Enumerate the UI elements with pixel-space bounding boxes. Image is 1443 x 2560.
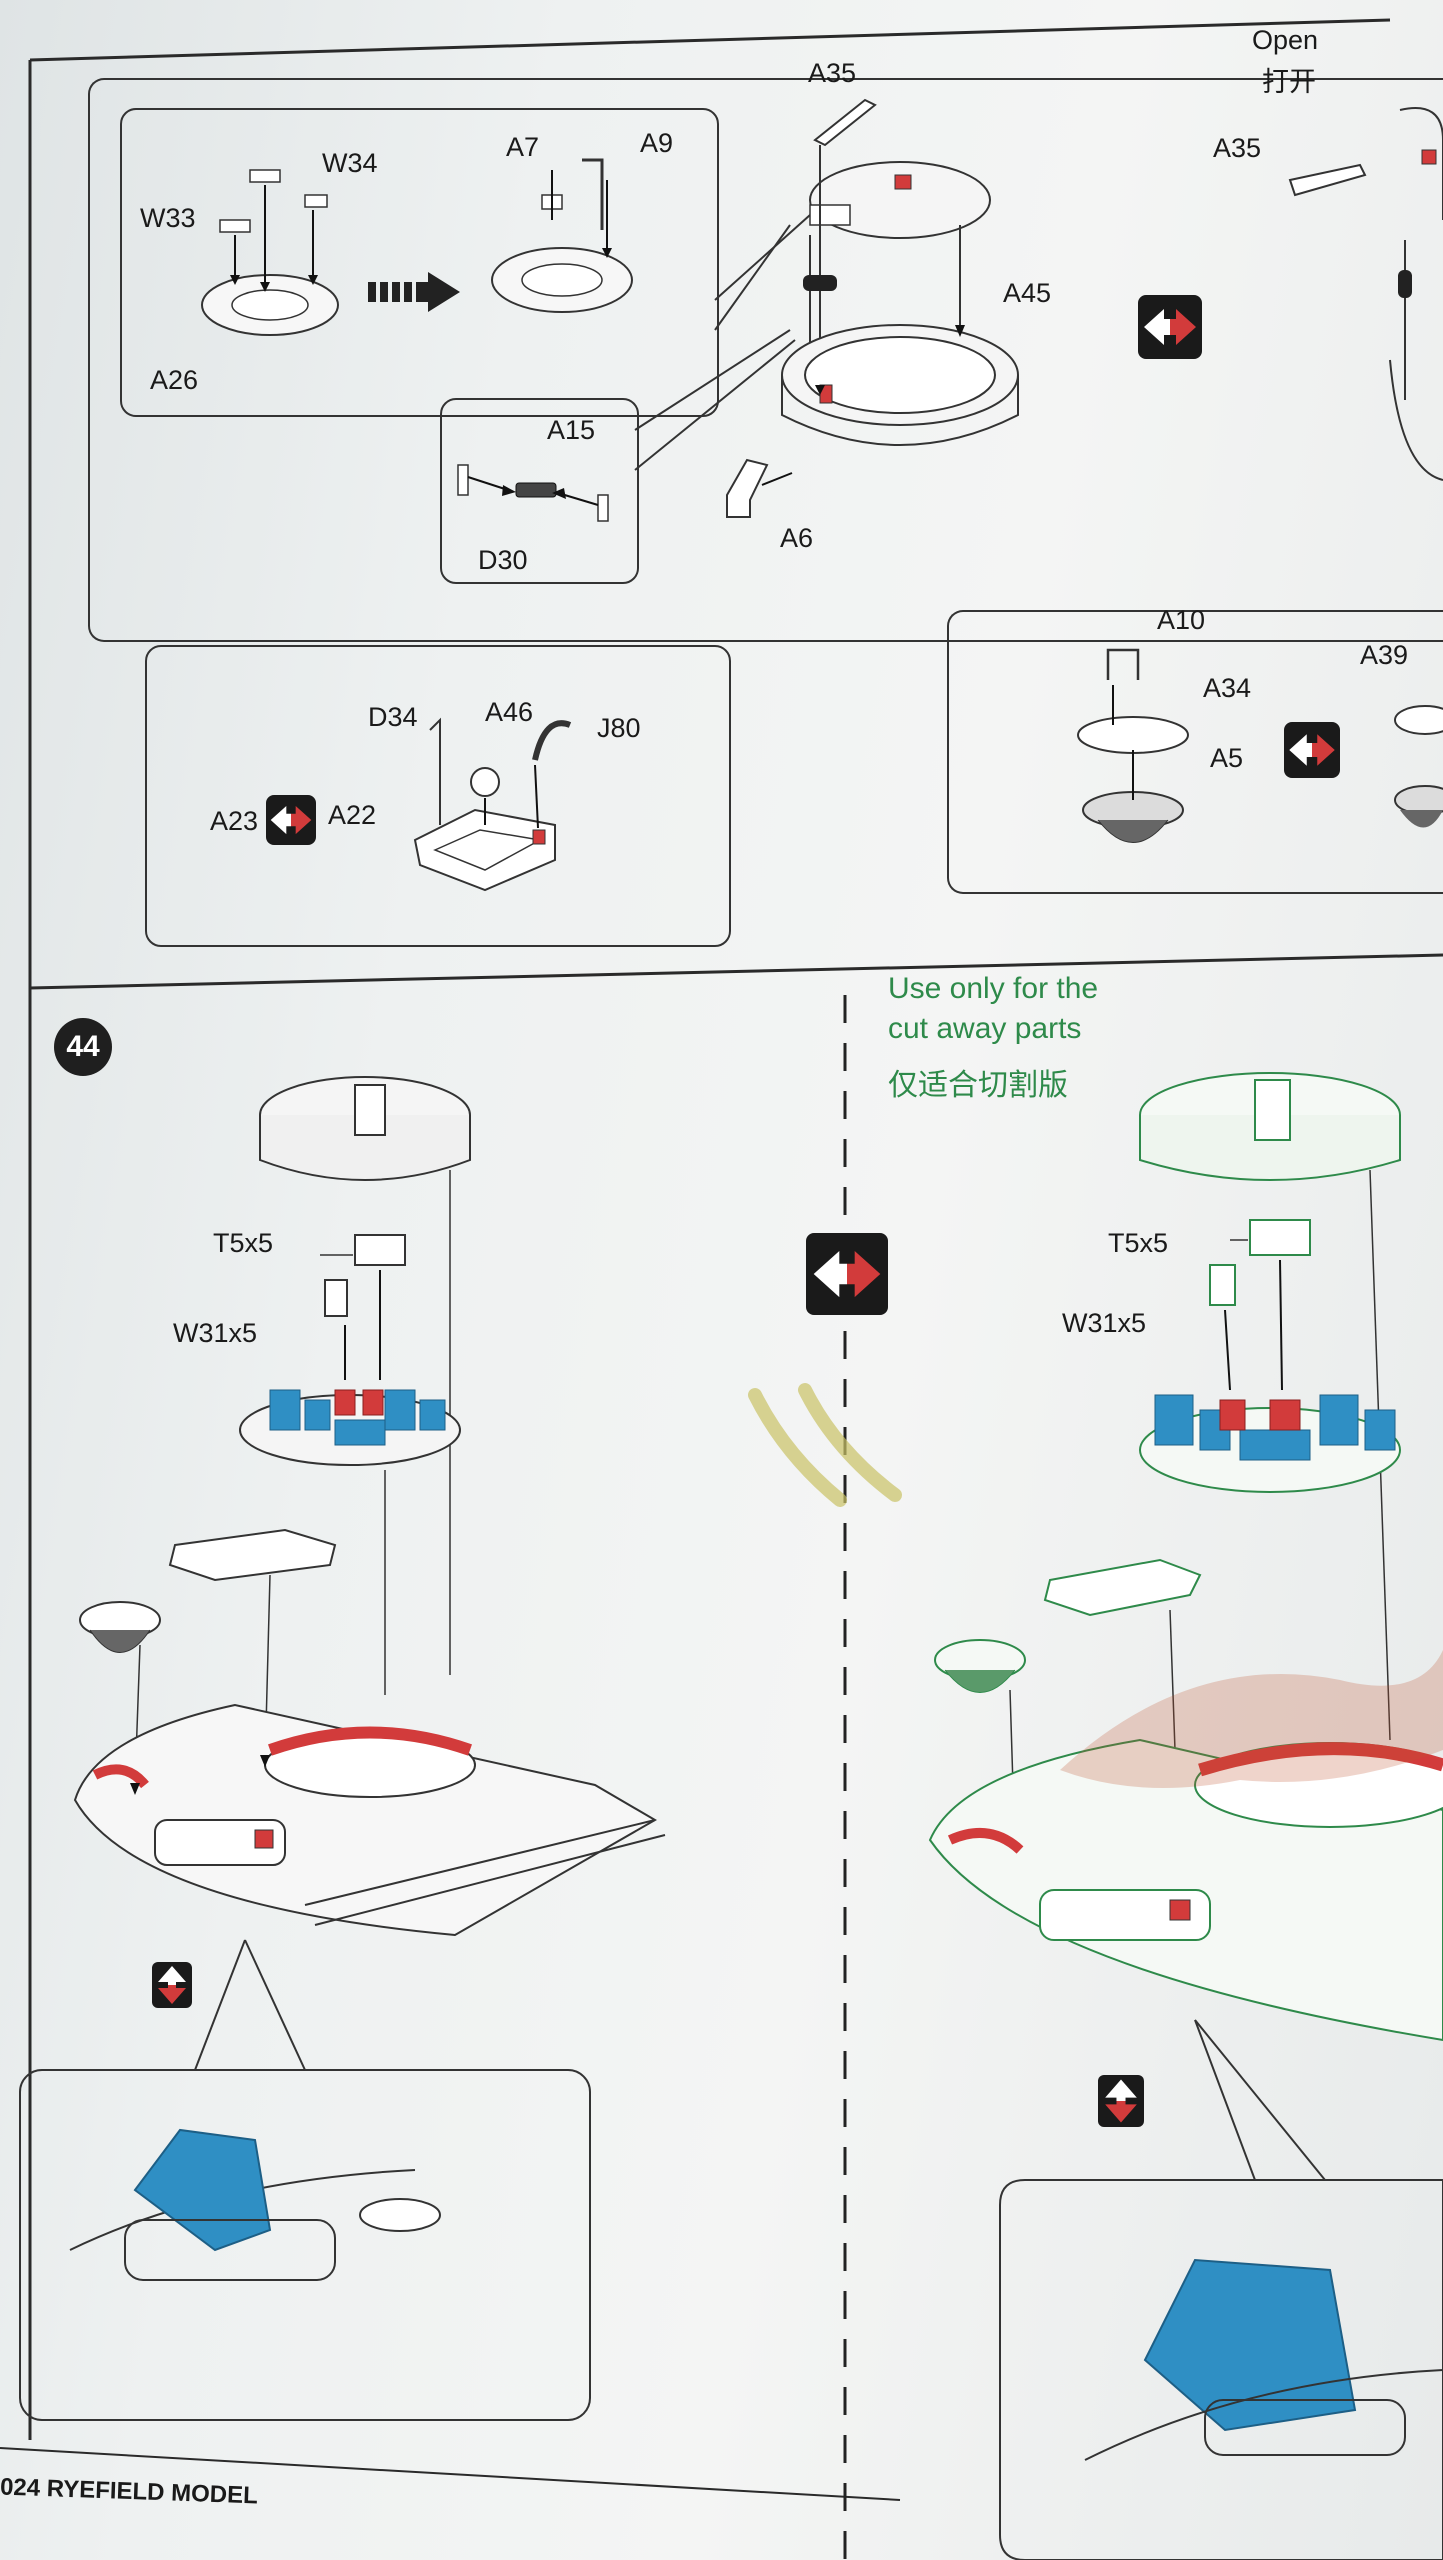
a7-a9-ring-drawing <box>491 158 633 313</box>
part-label-a45: A45 <box>1003 278 1052 308</box>
part-label-a7: A7 <box>506 132 540 162</box>
part-label-j80: J80 <box>597 713 641 743</box>
part-label-d30: D30 <box>478 545 528 575</box>
a5-periscope-panel <box>947 610 1443 894</box>
part-label-a9: A9 <box>640 128 674 158</box>
part-label-a46: A46 <box>485 697 534 727</box>
inset-a15-panel <box>440 398 639 584</box>
part-label-w31x5-right: W31x5 <box>1062 1308 1147 1338</box>
red-stain <box>1060 1650 1443 1788</box>
right-detail-callout <box>999 2019 1443 2560</box>
open-label-en: Open <box>1252 25 1319 55</box>
inset-w33-panel <box>120 108 719 417</box>
a35-open-drawing <box>1288 107 1443 481</box>
part-label-a35-top: A35 <box>808 58 857 88</box>
a5-periscope-drawing <box>1077 648 1189 843</box>
note-line1: Use only for the <box>888 972 1099 1005</box>
a22-subassembly-panel <box>145 645 731 947</box>
part-label-a22: A22 <box>328 800 377 830</box>
a45-turret-ring-drawing <box>781 98 1019 446</box>
a22-hatch-drawing <box>413 717 572 892</box>
step-number-badge: 44 <box>54 1018 112 1076</box>
swap-icon-a39 <box>1284 722 1340 778</box>
part-label-t5x5-right: T5x5 <box>1108 1228 1169 1258</box>
note-zh: 仅适合切割版 <box>888 1069 1068 1102</box>
yellow-stain <box>748 1383 902 1507</box>
a39-periscope-drawing <box>1394 705 1443 828</box>
part-label-a23: A23 <box>210 806 259 836</box>
a6-part-drawing <box>726 458 793 518</box>
part-label-w31x5-left: W31x5 <box>173 1318 258 1348</box>
part-label-d34: D34 <box>368 702 418 732</box>
part-label-a10: A10 <box>1157 605 1206 635</box>
flip-icon-right <box>1098 2075 1144 2127</box>
part-label-w34: W34 <box>322 148 378 178</box>
note-line2: cut away parts <box>888 1012 1082 1045</box>
left-detail-callout <box>19 1939 591 2421</box>
arrow-icon <box>368 272 460 312</box>
part-label-a5: A5 <box>1210 743 1244 773</box>
flip-icon-left <box>152 1962 192 2008</box>
part-label-a39: A39 <box>1360 640 1409 670</box>
swap-icon-step44 <box>806 1233 888 1315</box>
a26-ring-drawing <box>201 169 339 336</box>
part-label-w33: W33 <box>140 203 196 233</box>
swap-icon-a23 <box>266 795 316 845</box>
step44-left-assembly <box>73 1076 666 1937</box>
part-label-a35-right: A35 <box>1213 133 1262 163</box>
part-label-t5x5-left: T5x5 <box>213 1228 274 1258</box>
main-subassembly-panel <box>88 78 1443 642</box>
step44-right-assembly <box>928 1072 1443 2042</box>
a15-d30-drawing <box>457 464 609 522</box>
swap-icon <box>1138 295 1202 359</box>
part-label-a26: A26 <box>150 365 199 395</box>
part-label-a34: A34 <box>1203 673 1252 703</box>
open-label-zh: 打开 <box>1262 67 1316 97</box>
part-label-a6: A6 <box>780 523 814 553</box>
part-label-a15: A15 <box>547 415 596 445</box>
callout-lines <box>634 214 811 471</box>
